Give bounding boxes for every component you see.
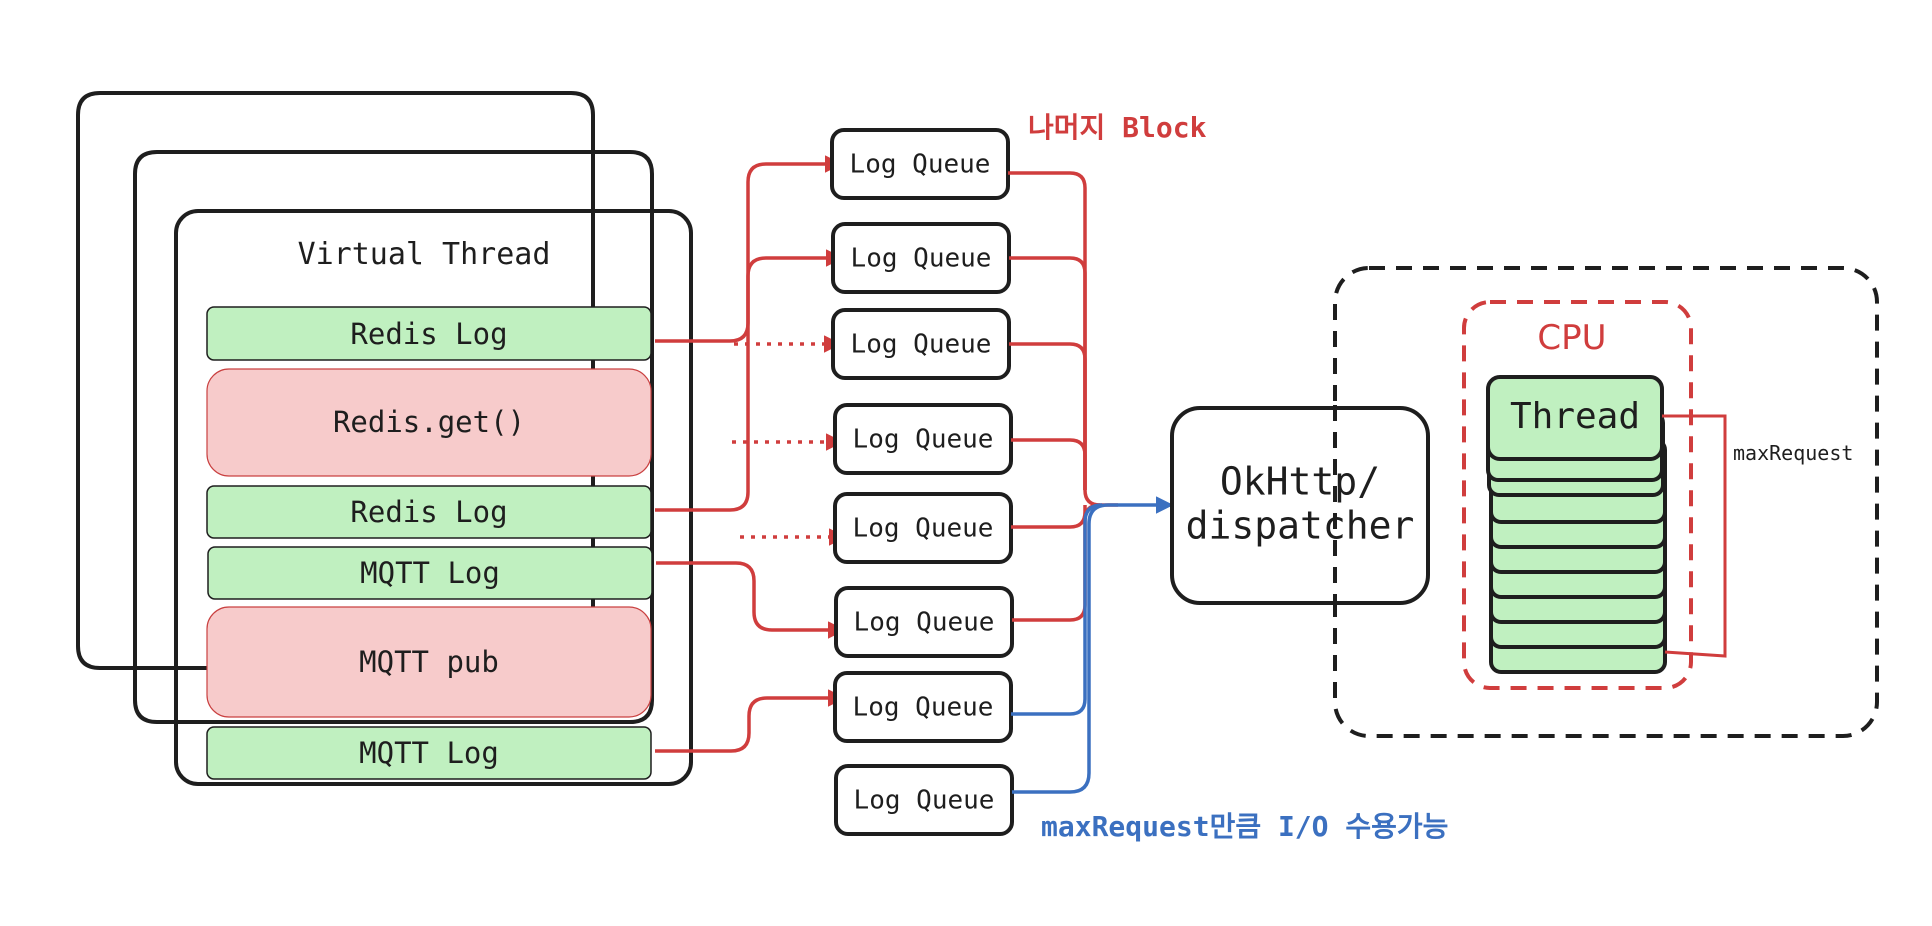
virtual-thread-group: Virtual Thread Redis Log Redis.get() Red… [76, 91, 693, 786]
task-block-mqtt-log-1 [207, 546, 653, 600]
task-block-mqtt-pub [206, 606, 652, 718]
virtual-thread-frame-front [174, 209, 693, 786]
connector-queue-2-to-dispatcher [1009, 256, 1087, 490]
task-label-mqtt-pub: MQTT pub [359, 645, 499, 679]
log-queue-box-1 [830, 128, 1010, 200]
connector-queue-6-to-dispatcher [1012, 503, 1101, 622]
connector-redis-log-2-to-queue-1 [655, 155, 843, 512]
dispatcher-box [1170, 406, 1430, 605]
task-label-redis-log-2: Redis Log [350, 495, 507, 529]
cpu-area: CPU Thread maxRequest [1333, 266, 1879, 738]
log-queue-label-5: Log Queue [853, 514, 994, 544]
cpu-boundary [1462, 300, 1693, 690]
connector-queue-7-to-dispatcher [1011, 503, 1103, 716]
log-queue-label-6: Log Queue [854, 608, 995, 638]
log-queue-label-2: Log Queue [851, 244, 992, 274]
block-note: 나머지 Block [1028, 111, 1207, 144]
dispatcher-label-line1: OkHttp/ [1220, 460, 1380, 504]
task-label-mqtt-log-2: MQTT Log [359, 736, 499, 770]
log-queue-label-8: Log Queue [854, 786, 995, 816]
connector-mqtt-log-2-to-queue-7 [655, 689, 846, 753]
max-request-bracket [1662, 414, 1727, 658]
connector-queue-5-to-dispatcher [1011, 505, 1087, 529]
task-label-mqtt-log-1: MQTT Log [360, 556, 500, 590]
task-block-mqtt-log-2 [206, 726, 652, 780]
connector-mqtt-log-1-to-queue-6 [656, 561, 846, 639]
connector-queue-1-to-dispatcher [1008, 171, 1118, 507]
task-label-redis-log-1: Redis Log [350, 317, 507, 351]
thread-label: Thread [1510, 396, 1640, 437]
connector-queue-8-to-dispatcher [1012, 496, 1174, 794]
log-queue-label-3: Log Queue [851, 330, 992, 360]
io-capacity-note: maxRequest만큼 I/O 수용가능 [1041, 810, 1448, 843]
log-queue-box-8 [834, 764, 1014, 836]
log-queue-box-7 [833, 671, 1013, 743]
cpu-label: CPU [1537, 318, 1606, 358]
log-queue-label-4: Log Queue [853, 425, 994, 455]
task-to-queue-connectors [655, 155, 847, 753]
connector-queue-4-to-dispatcher [1011, 438, 1087, 490]
thread-stack: Thread [1486, 375, 1667, 674]
virtual-thread-frame-back [76, 91, 595, 670]
log-queue-column: Log Queue Log Queue Log Queue Log Queue … [830, 128, 1014, 836]
task-block-redis-log-1 [206, 306, 652, 361]
virtual-thread-title: Virtual Thread [298, 237, 551, 272]
max-request-label: maxRequest [1733, 441, 1853, 465]
task-block-redis-log-2 [206, 485, 652, 539]
log-queue-label-1: Log Queue [850, 150, 991, 180]
log-queue-box-6 [834, 586, 1014, 658]
log-queue-label-7: Log Queue [853, 693, 994, 723]
dispatcher-label-line2: dispatcher [1186, 504, 1415, 548]
dispatcher-node: OkHttp/ dispatcher [1170, 406, 1430, 605]
task-block-redis-get [206, 368, 652, 477]
queue-to-dispatcher-connectors [1008, 171, 1174, 794]
task-label-redis-get: Redis.get() [333, 405, 525, 439]
virtual-thread-frame-middle [133, 150, 654, 724]
thread-stack-top [1486, 375, 1664, 461]
connector-queue-3-to-dispatcher [1009, 342, 1087, 490]
